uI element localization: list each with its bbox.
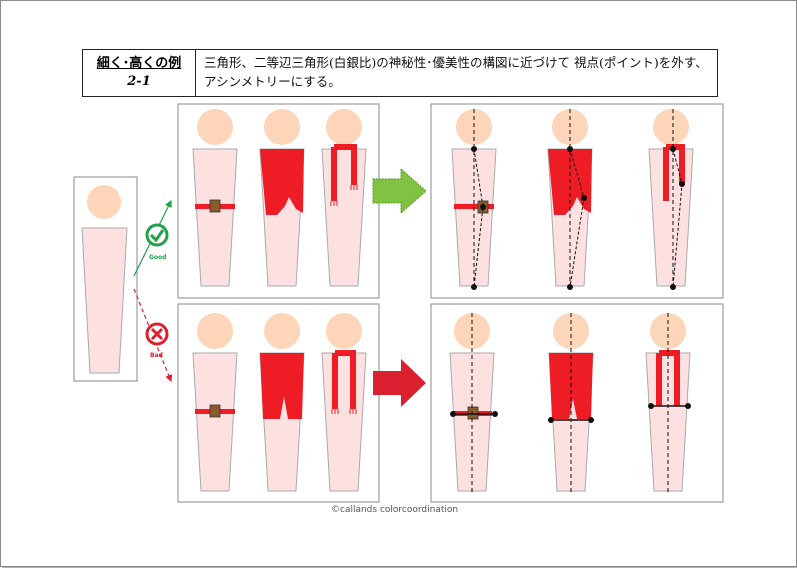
bad-analysis-scarf [645, 313, 691, 495]
header-label-cell: 細く･高くの例 2-1 [83, 50, 196, 96]
header-label-number: 2-1 [127, 74, 151, 89]
bad-figure-sym-top [259, 313, 305, 492]
good-analysis-asym-top [547, 109, 593, 291]
good-figure-asym-top [259, 109, 305, 287]
good-label: Good [149, 254, 166, 261]
credit-text: ©callands colorcoordination [331, 505, 459, 515]
good-check-icon [145, 223, 169, 247]
bad-analysis-sym-top [548, 313, 594, 495]
good-analysis-belt [451, 109, 497, 291]
header-table: 細く･高くの例 2-1 三角形、二等辺三角形(白銀比)の神秘性･優美性の構図に近… [82, 49, 718, 97]
bad-figure-belt [192, 313, 238, 492]
good-figure-belt [192, 109, 238, 287]
bad-figure-scarf [321, 313, 367, 492]
good-figure-scarf [321, 109, 367, 287]
base-figure [81, 185, 128, 374]
good-analysis-scarf [648, 109, 694, 291]
header-description: 三角形、二等辺三角形(白銀比)の神秘性･優美性の構図に近づけて 視点(ポイント)… [204, 55, 708, 89]
bad-label: Bad [150, 352, 163, 359]
header-label-title: 細く･高くの例 [96, 56, 182, 71]
bad-arrow-icon [373, 359, 426, 407]
bad-cross-icon [145, 322, 169, 346]
good-arrow-icon [372, 167, 427, 215]
bad-analysis-belt [449, 313, 498, 495]
